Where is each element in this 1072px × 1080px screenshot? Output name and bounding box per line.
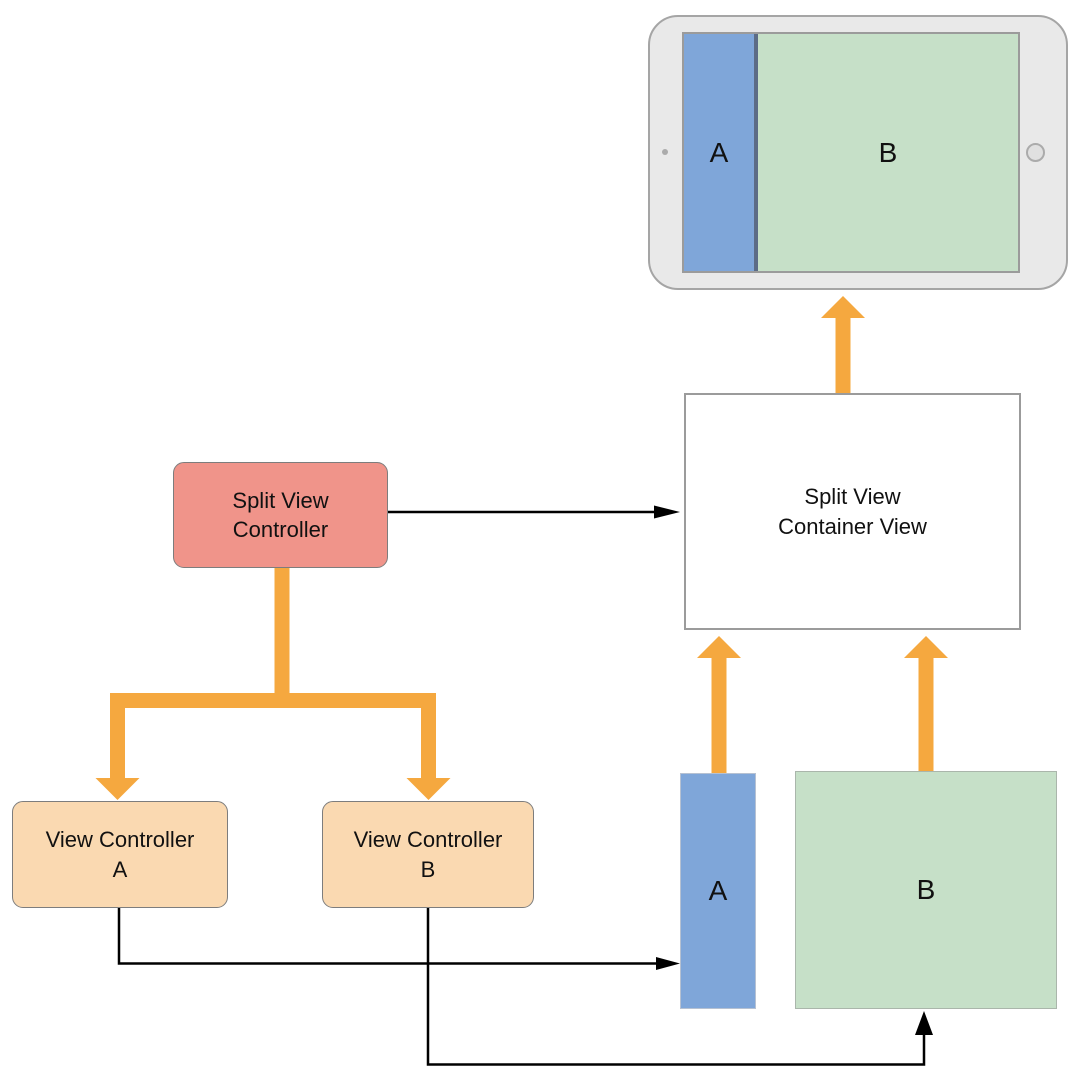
node-split-view-container-view: Split View Container View: [684, 393, 1021, 630]
camera-icon: [662, 149, 668, 155]
view-a-rect: A: [680, 773, 756, 1009]
black-arrow-vcb-to-view-b: [426, 908, 933, 1066]
view-a-label: A: [708, 875, 728, 906]
arrowhead-to-view-controller-a: [95, 778, 140, 800]
orange-view-b-arrow: [904, 636, 948, 771]
node-view-controller-a-label: View Controller A: [45, 827, 195, 882]
arrowhead-to-view-controller-b: [406, 778, 451, 800]
black-arrow-vca-to-view-a: [117, 908, 680, 970]
node-split-view-controller-label: Split View Controller: [232, 487, 329, 542]
node-view-controller-b: View Controller B: [322, 801, 534, 908]
orange-container-to-device-arrow: [821, 296, 865, 393]
node-view-controller-a: View Controller A: [12, 801, 228, 908]
node-view-controller-b-label: View Controller B: [353, 827, 503, 882]
device-primary-pane-label: A: [709, 136, 729, 168]
orange-view-a-arrow: [697, 636, 741, 773]
device-secondary-pane: B: [758, 34, 1018, 271]
device-secondary-pane-label: B: [878, 136, 898, 168]
black-arrow-svc-to-container: [388, 505, 680, 519]
orange-controller-tree-arrow: [95, 568, 451, 800]
view-b-label: B: [916, 874, 936, 905]
pane-divider: [754, 34, 758, 271]
ipad-device: A B: [648, 15, 1068, 290]
node-split-view-container-view-label: Split View Container View: [778, 484, 927, 539]
view-b-rect: B: [795, 771, 1057, 1009]
node-split-view-controller: Split View Controller: [173, 462, 388, 568]
device-primary-pane: A: [684, 34, 754, 271]
ipad-screen: A B: [682, 32, 1020, 273]
home-button-icon: [1026, 143, 1045, 162]
